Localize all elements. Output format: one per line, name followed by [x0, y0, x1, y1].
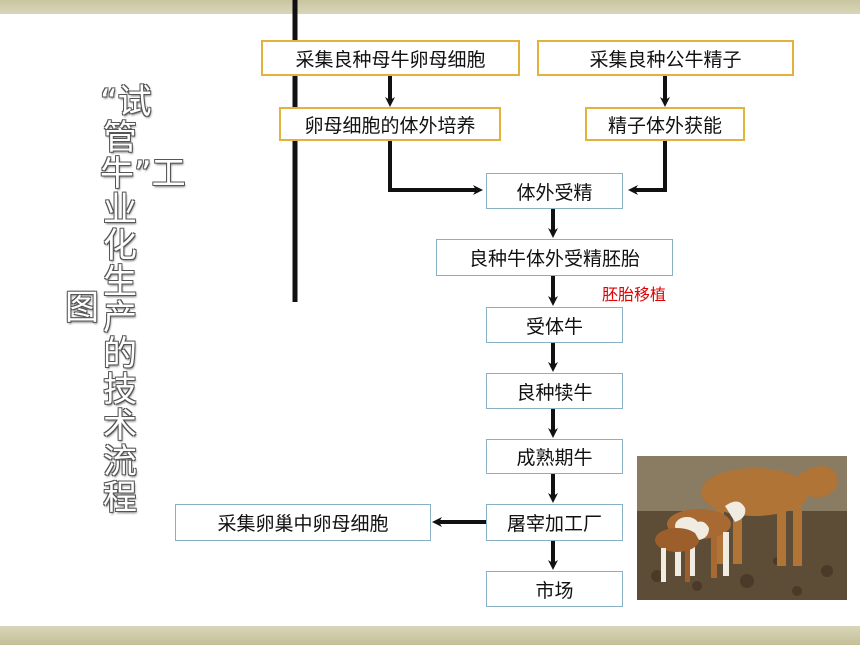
- arrow-culture-to-ivf: [388, 141, 483, 195]
- step-oocyte-culture: 卵母细胞的体外培养: [279, 107, 501, 141]
- step-embryo: 良种牛体外受精胚胎: [436, 239, 673, 276]
- top-band: [0, 0, 860, 14]
- step-ivf: 体外受精: [486, 173, 623, 209]
- annotation-embryo-transfer: 胚胎移植: [602, 285, 667, 304]
- step-sperm-capacitation: 精子体外获能: [585, 107, 745, 141]
- arrow-capacitation-to-ivf: [628, 141, 667, 195]
- step-collect-sperm: 采集良种公牛精子: [537, 40, 794, 76]
- cattle-photo: [637, 456, 847, 600]
- step-collect-oocyte: 采集良种母牛卵母细胞: [261, 40, 520, 76]
- step-market: 市场: [486, 571, 623, 607]
- vertical-title-end: 图: [65, 288, 99, 328]
- step-calf: 良种犊牛: [486, 373, 623, 409]
- step-recipient-cow: 受体牛: [486, 307, 623, 343]
- step-mature-cow: 成熟期牛: [486, 439, 623, 474]
- step-slaughterhouse: 屠宰加工厂: [486, 504, 623, 541]
- step-collect-ovary-oocyte: 采集卵巢中卵母细胞: [175, 504, 431, 541]
- bottom-band: [0, 626, 860, 645]
